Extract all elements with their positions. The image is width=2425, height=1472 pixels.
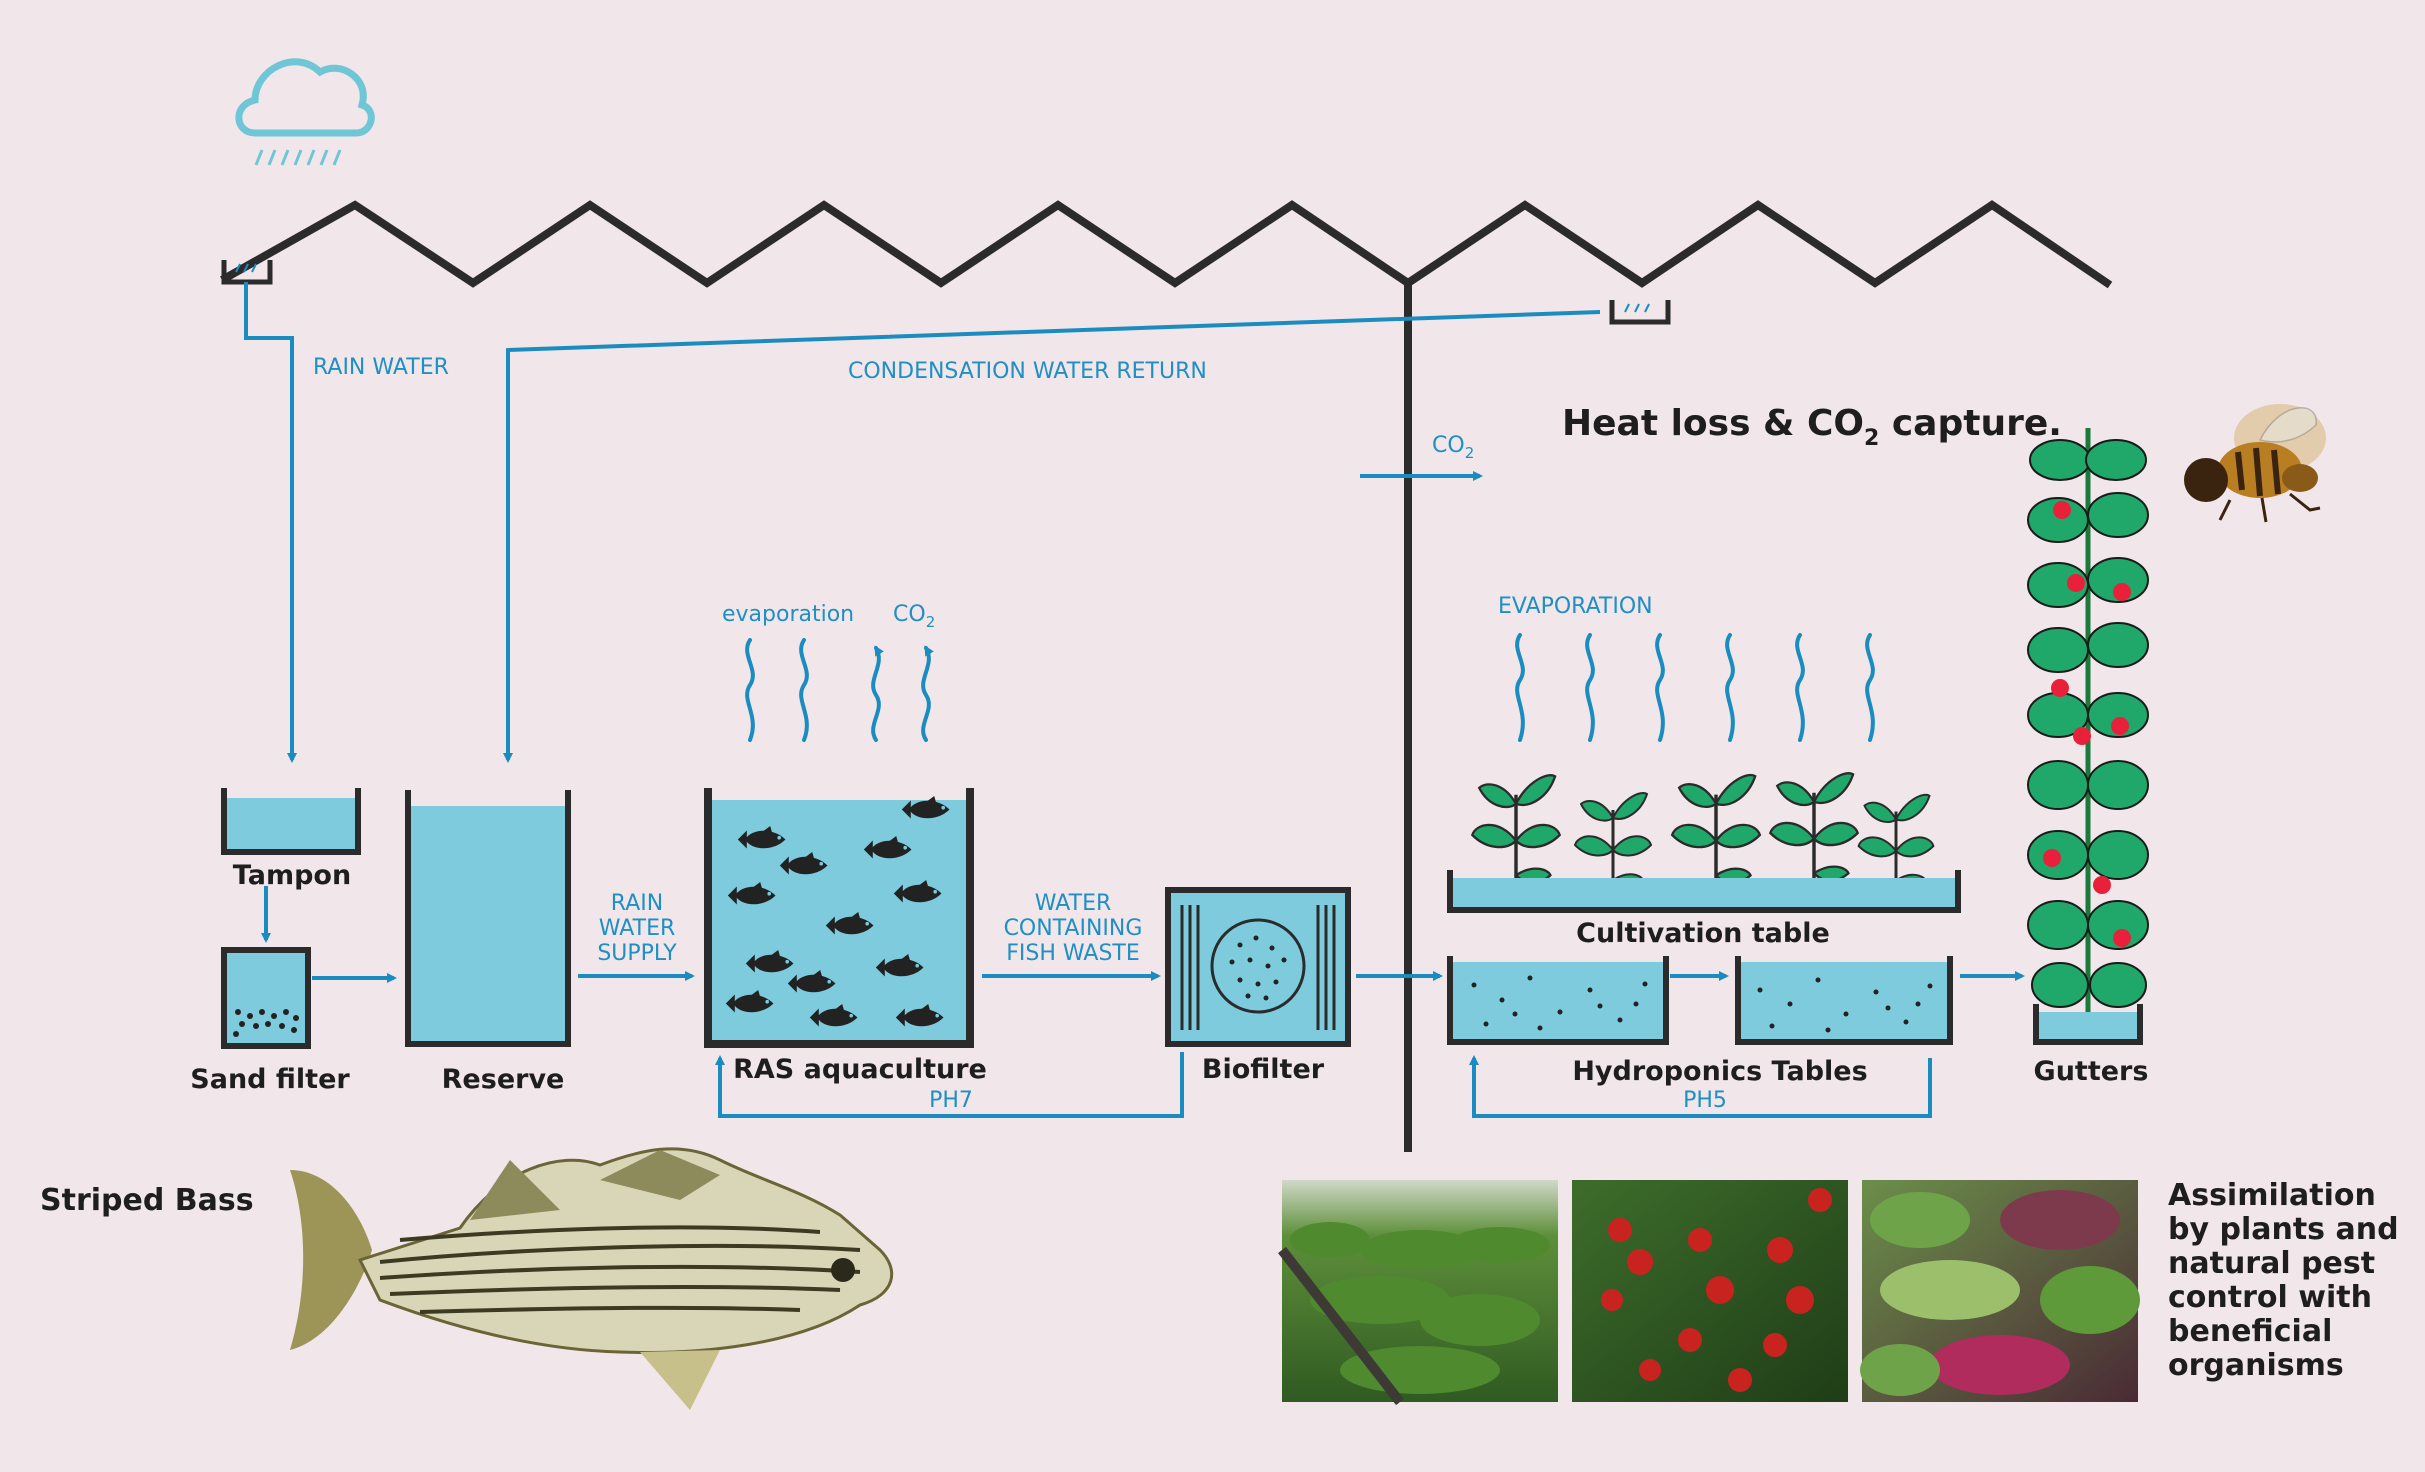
svg-text:CONTAINING: CONTAINING [1004,916,1143,941]
photo-tomatoes [1572,1180,1848,1402]
svg-text:WATER: WATER [1035,891,1112,916]
evaporation-fish-label: evaporation [722,602,854,627]
photo-microgreens [1860,1180,2140,1402]
hydroponics-table-1 [1447,956,1669,1045]
reserve-tank [405,790,571,1047]
greenhouse-roof [220,200,2113,1152]
hydroponics-table-2 [1735,956,1953,1045]
cultivation-table-label: Cultivation table [1576,918,1830,949]
sand-filter-tank [221,947,311,1049]
tampon-tank [221,788,361,855]
rain-water-label: RAIN WATER [313,355,449,380]
svg-text:SUPPLY: SUPPLY [597,941,677,966]
striped-bass-image [290,1147,894,1410]
tampon-label: Tampon [233,860,351,891]
ras-label: RAS aquaculture [733,1054,987,1085]
co2-fish-label: CO2 [893,602,935,631]
sand-filter-label: Sand filter [190,1064,350,1095]
svg-text:control with: control with [2168,1280,2372,1315]
plant-evaporation-waves [1515,633,1875,742]
roof-gutter-right [1609,300,1671,325]
hydroponics-label: Hydroponics Tables [1572,1056,1867,1087]
ph7-return-loop [715,1052,1184,1118]
svg-text:natural pest: natural pest [2168,1246,2375,1281]
svg-text:beneficial: beneficial [2168,1314,2332,1349]
gutters-tank [2027,428,2149,1045]
fish-waste-label: WATER CONTAINING FISH WASTE [1004,891,1143,966]
biofilter-label: Biofilter [1202,1054,1325,1085]
reserve-label: Reserve [442,1064,565,1095]
ph7-label: PH7 [929,1088,973,1113]
svg-text:organisms: organisms [2168,1348,2344,1383]
rain-water-pipe [244,282,297,763]
heading-heat-loss: Heat loss & CO2 capture. [1562,403,2062,451]
svg-text:FISH WASTE: FISH WASTE [1006,941,1140,966]
assimilation-caption: Assimilation by plants and natural pest … [2168,1178,2399,1383]
rain-supply-label: RAIN WATER SUPPLY [597,891,677,966]
condensation-pipe [503,310,1601,763]
ras-tank [704,788,974,1048]
cultivation-table [1447,771,1961,913]
gutters-label: Gutters [2034,1056,2149,1087]
bee-icon [2184,404,2326,523]
svg-text:WATER: WATER [599,916,676,941]
ras-evaporation-waves [745,638,934,742]
cloud-rain-icon [235,58,375,166]
evaporation-plants-label: EVAPORATION [1498,594,1653,619]
striped-bass-caption: Striped Bass [40,1183,254,1218]
co2-top-label: CO2 [1432,433,1474,462]
biofilter-tank [1165,887,1351,1047]
svg-text:Assimilation: Assimilation [2168,1178,2376,1213]
ph5-label: PH5 [1683,1088,1727,1113]
svg-text:by plants and: by plants and [2168,1212,2399,1247]
ph5-return-loop [1469,1055,1932,1118]
svg-text:RAIN: RAIN [611,891,663,916]
condensation-label: CONDENSATION WATER RETURN [848,359,1207,384]
photo-basil [1278,1180,1558,1406]
